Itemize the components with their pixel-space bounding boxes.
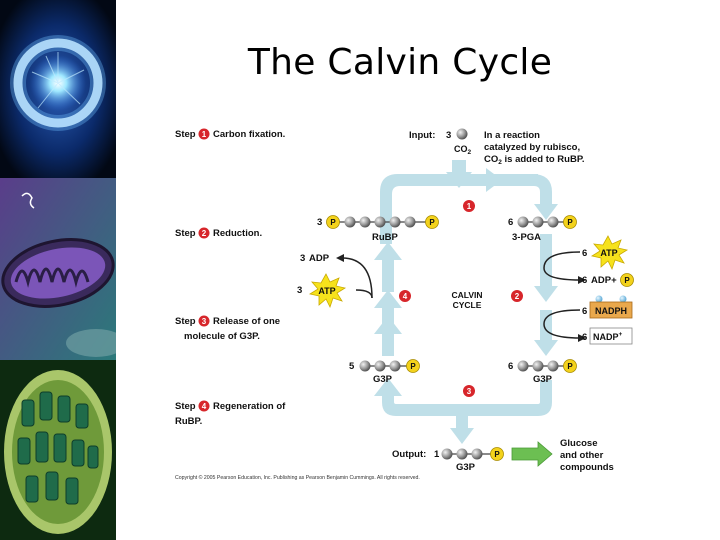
adp-arrow-left <box>341 257 373 299</box>
slide-title: The Calvin Cycle <box>247 42 553 83</box>
svg-text:RuBP: RuBP <box>372 232 399 243</box>
svg-text:P: P <box>567 362 573 371</box>
pga-molecule: 6 P 3-PGA <box>508 215 577 243</box>
svg-text:CO2: CO2 <box>454 144 472 156</box>
nadp-output: 6 NADP+ <box>582 327 633 345</box>
cycle-step-2-number: 2 <box>515 292 520 301</box>
nadph-arrow <box>543 309 581 339</box>
g3p-right-molecule: 6 P G3P <box>508 359 577 385</box>
output-green-arrow <box>511 441 553 467</box>
step-2-label: Step 2 Reduction. <box>175 227 262 239</box>
step-3-label: Step 3 Release of one molecule of G3P. <box>175 315 280 342</box>
calvin-cycle-label-1: CALVIN <box>451 290 482 300</box>
atp-input-left: 3 ATP <box>297 273 347 309</box>
nadph-input: 6 NADPH <box>582 295 633 319</box>
svg-text:5: 5 <box>349 361 355 372</box>
step-1-label: Step 1 Carbon fixation. <box>175 128 285 140</box>
svg-text:3: 3 <box>317 217 322 228</box>
svg-text:ADP+: ADP+ <box>591 275 617 286</box>
step-4-label: Step 4 Regeneration of RuBP. <box>175 400 286 427</box>
input-note: In a reaction catalyzed by rubisco, CO2 … <box>484 130 585 166</box>
svg-text:ADP: ADP <box>309 253 330 264</box>
svg-text:G3P: G3P <box>456 462 476 473</box>
svg-text:6: 6 <box>508 361 513 372</box>
chloroplast-image <box>0 360 116 540</box>
mitochondrion-image <box>0 178 116 360</box>
svg-text:In a reaction: In a reaction <box>484 130 540 141</box>
svg-text:3: 3 <box>297 285 302 296</box>
svg-text:Step: Step <box>175 401 196 412</box>
svg-text:Regeneration of: Regeneration of <box>213 401 286 412</box>
cycle-step-4-number: 4 <box>403 292 408 301</box>
copyright-notice: Copyright © 2005 Pearson Education, Inc.… <box>175 474 420 481</box>
cycle-step-1-marker <box>463 200 475 212</box>
svg-text:P: P <box>567 218 573 227</box>
input-arrow-head <box>446 172 472 188</box>
svg-text:Step: Step <box>175 228 196 239</box>
output-destination: Glucose and other compounds <box>560 438 614 473</box>
svg-text:G3P: G3P <box>533 374 553 385</box>
adp-output-left: 3 ADP <box>300 253 330 264</box>
svg-text:Release of one: Release of one <box>213 316 280 327</box>
cycle-arrows <box>374 160 558 444</box>
svg-text:catalyzed by rubisco,: catalyzed by rubisco, <box>484 142 580 153</box>
cycle-step-4-marker <box>399 290 411 302</box>
svg-text:6: 6 <box>582 248 587 259</box>
output-g3p: Output: 1 P G3P <box>392 447 504 473</box>
svg-text:NADPH: NADPH <box>595 306 627 316</box>
atp-arrow-right <box>543 251 581 281</box>
svg-text:RuBP.: RuBP. <box>175 416 202 427</box>
calvin-cycle-label-2: CYCLE <box>453 300 482 310</box>
svg-text:P: P <box>494 450 500 459</box>
svg-text:CO2 is added to RuBP.: CO2 is added to RuBP. <box>484 154 585 166</box>
svg-text:Step: Step <box>175 129 196 140</box>
cycle-step-3-marker <box>463 385 475 397</box>
svg-text:G3P: G3P <box>373 374 393 385</box>
energy-ring-image <box>0 0 116 178</box>
svg-text:and other: and other <box>560 450 604 461</box>
svg-text:4: 4 <box>202 402 207 411</box>
cycle-step-1-number: 1 <box>467 202 472 211</box>
svg-text:Input:: Input: <box>409 130 435 141</box>
atp-input-right: ATP 6 <box>582 235 629 271</box>
atp-arrow-head-right <box>578 276 586 284</box>
svg-text:ATP: ATP <box>318 286 335 296</box>
svg-text:P: P <box>330 218 336 227</box>
svg-text:3: 3 <box>446 130 451 141</box>
svg-text:NADP+: NADP+ <box>593 331 623 342</box>
svg-text:Reduction.: Reduction. <box>213 228 262 239</box>
svg-text:2: 2 <box>202 229 207 238</box>
svg-text:ATP: ATP <box>600 248 617 258</box>
svg-text:P: P <box>429 218 435 227</box>
svg-text:6: 6 <box>582 306 587 317</box>
atp-connector-left <box>355 289 373 299</box>
svg-text:3: 3 <box>300 253 305 264</box>
g3p-left-molecule: 5 P G3P <box>349 359 420 385</box>
svg-text:Carbon fixation.: Carbon fixation. <box>213 129 285 140</box>
svg-text:Step: Step <box>175 316 196 327</box>
svg-text:6: 6 <box>508 217 513 228</box>
cycle-step-2-marker <box>511 290 523 302</box>
svg-text:6: 6 <box>582 332 587 343</box>
adp-arrow-head-left <box>336 254 344 262</box>
input-co2: Input: 3 CO2 <box>409 128 472 156</box>
calvin-cycle-diagram: Step 1 Carbon fixation. Step 2 Reduction… <box>175 128 634 481</box>
svg-text:1: 1 <box>434 449 440 460</box>
svg-text:3: 3 <box>202 317 207 326</box>
svg-text:Output:: Output: <box>392 449 426 460</box>
svg-text:3-PGA: 3-PGA <box>512 232 541 243</box>
svg-text:6: 6 <box>582 275 587 286</box>
svg-text:molecule of G3P.: molecule of G3P. <box>184 331 260 342</box>
svg-text:P: P <box>624 276 630 285</box>
rubp-molecule: 3 P P RuBP <box>317 215 439 243</box>
cycle-step-3-number: 3 <box>467 387 472 396</box>
svg-text:compounds: compounds <box>560 462 614 473</box>
svg-text:1: 1 <box>202 130 207 139</box>
adp-output-right: 6 ADP+ P <box>582 273 634 287</box>
svg-text:Glucose: Glucose <box>560 438 598 449</box>
sidebar-image-strip <box>0 0 116 540</box>
svg-text:P: P <box>410 362 416 371</box>
nadph-arrow-head <box>578 334 586 342</box>
